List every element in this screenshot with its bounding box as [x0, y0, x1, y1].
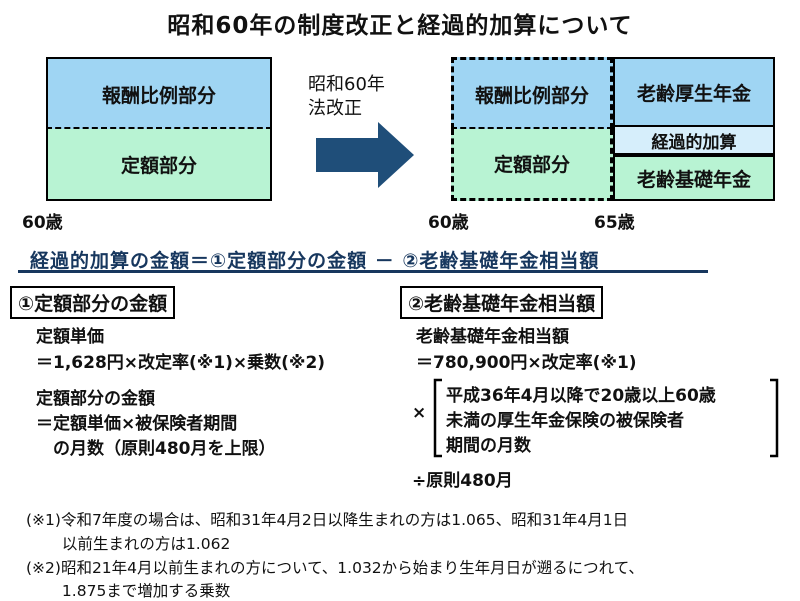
section1-heading: ①定額部分の金額	[10, 286, 176, 319]
left-age-60: 60歳	[22, 213, 63, 233]
section1-line: 定額部分の金額	[36, 389, 155, 409]
transitional-addition-block: 経過的加算	[613, 125, 775, 155]
divide-line: ÷原則480月	[412, 471, 513, 491]
bracket-line: 平成36年4月以降で20歳以上60歳	[446, 386, 716, 406]
left-earnings-related-block: 報酬比例部分	[46, 57, 272, 129]
old-age-basic-pension-block: 老齢基礎年金	[613, 155, 775, 201]
times-symbol: ×	[412, 403, 427, 423]
formula-heading: 経過的加算の金額＝①定額部分の金額 － ②老齢基礎年金相当額	[30, 250, 600, 272]
section1-line: ＝定額単価×被保険者期間	[36, 414, 238, 434]
section2-line: ＝780,900円×改定率(※1)	[416, 353, 637, 373]
left-flat-rate-block: 定額部分	[46, 129, 272, 201]
section1-line: 定額単価	[36, 327, 104, 347]
left-earnings-related-label: 報酬比例部分	[101, 84, 216, 107]
right-age-60: 60歳	[428, 213, 469, 233]
arrow-label-line1: 昭和60年	[308, 74, 385, 95]
section2-heading: ②老齢基礎年金相当額	[400, 286, 604, 319]
right-divider-dashed	[451, 127, 613, 130]
left-flat-rate-label: 定額部分	[120, 154, 197, 177]
footnote-line: 以前生まれの方は1.062	[26, 535, 231, 553]
right-earnings-related-block: 報酬比例部分	[451, 57, 613, 129]
footnote-line: 1.875まで増加する乗数	[26, 582, 231, 600]
right-arrow-icon	[316, 122, 414, 188]
section1-line: ＝1,628円×改定率(※1)×乗数(※2)	[36, 353, 326, 373]
left-bracket	[433, 378, 442, 458]
arrow-label-line2: 法改正	[308, 98, 362, 119]
right-earnings-related-label: 報酬比例部分	[474, 85, 589, 107]
right-flat-rate-label: 定額部分	[493, 154, 570, 176]
right-bracket	[770, 378, 779, 458]
footnote-line: (※2)昭和21年4月以前生まれの方について、1.032から始まり生年月日が遡る…	[26, 559, 644, 577]
transitional-addition-label: 経過的加算	[651, 132, 737, 153]
bracket-line: 期間の月数	[446, 436, 531, 456]
bracket-line: 未満の厚生年金保険の被保険者	[446, 411, 684, 431]
right-age-65: 65歳	[594, 213, 635, 233]
formula-underline	[18, 270, 708, 273]
section2-line: 老齢基礎年金相当額	[416, 327, 569, 347]
page-title: 昭和60年の制度改正と経過的加算について	[167, 13, 633, 39]
section1-line: の月数（原則480月を上限）	[36, 439, 276, 459]
footnote-line: (※1)令和7年度の場合は、昭和31年4月2日以降生まれの方は1.065、昭和3…	[26, 511, 629, 529]
right-flat-rate-block: 定額部分	[451, 129, 613, 201]
old-age-employees-pension-block: 老齢厚生年金	[613, 57, 775, 127]
left-divider-dashed	[46, 127, 272, 130]
old-age-employees-pension-label: 老齢厚生年金	[636, 82, 751, 105]
old-age-basic-pension-label: 老齢基礎年金	[636, 168, 751, 191]
